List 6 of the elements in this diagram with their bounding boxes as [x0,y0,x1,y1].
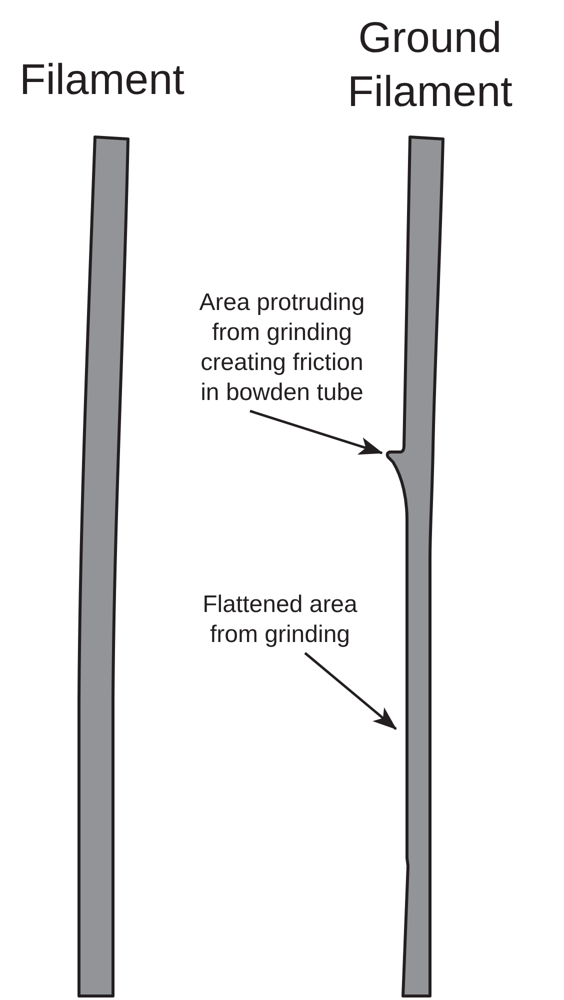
leader-arrow [250,410,383,455]
leader-arrow [304,652,397,730]
callout-text: Flattened area from grinding [198,590,362,650]
part-label: Filament [20,55,184,106]
part-label: Ground Filament [346,13,514,118]
callout-text: Area protruding from grinding creating friction in bowden tube [196,288,368,408]
